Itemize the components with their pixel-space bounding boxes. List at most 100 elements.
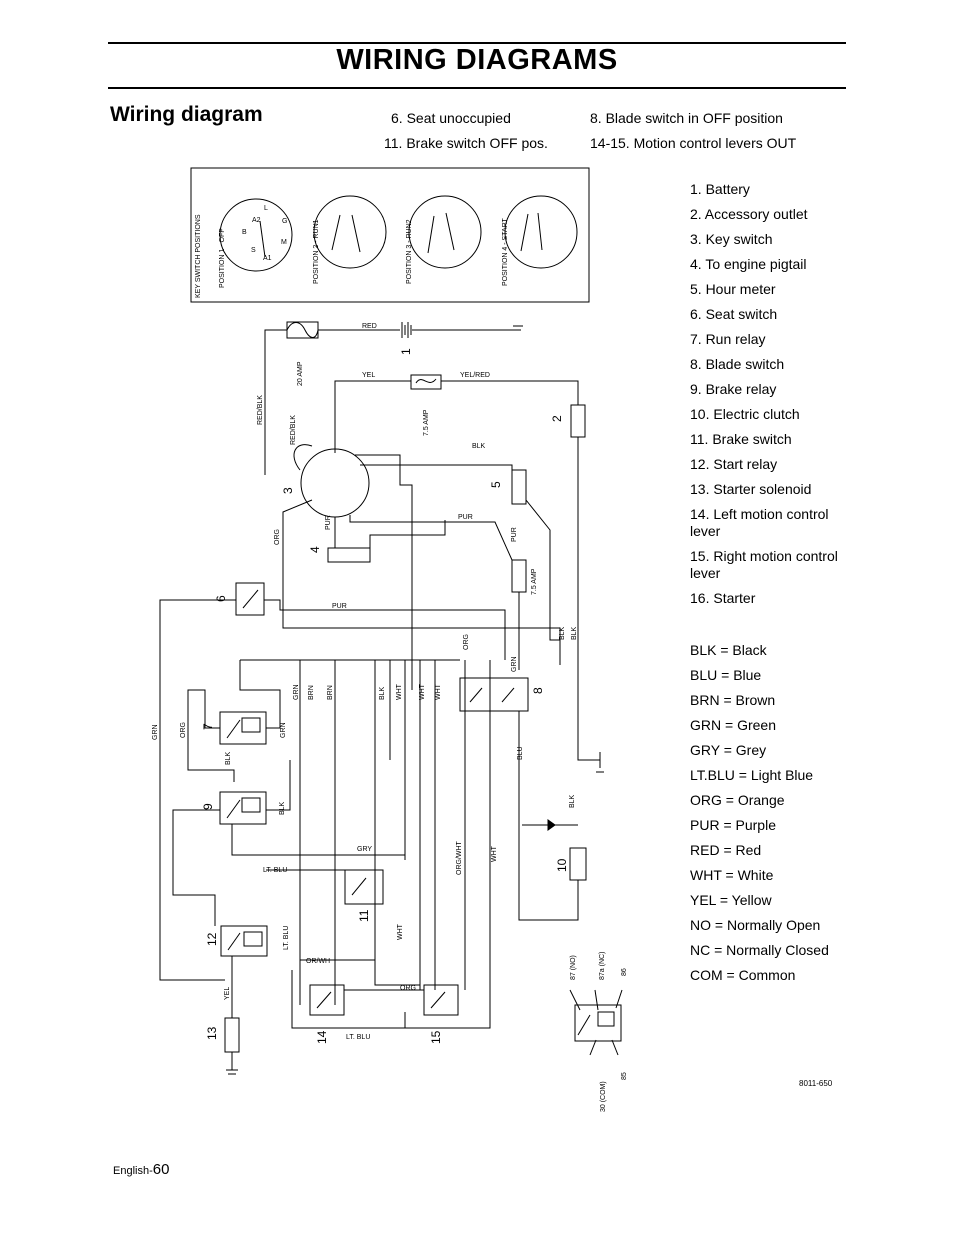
component-number: 13 [205,1026,219,1040]
relay-pin-label: 87a (NC) [599,952,606,980]
fuse-20a [286,322,319,338]
relay-pin-label: 85 [621,1072,628,1080]
component-number: 12 [205,932,219,946]
wire-label: BRN [327,685,334,700]
wire-label: YEL/RED [460,372,490,379]
wire-label: RED/BLK [257,395,264,425]
color-code-item: LT.BLU = Light Blue [690,767,814,783]
relay-pin-label: 86 [621,968,628,976]
key-switch [300,448,370,518]
wire-label: BLK [569,794,576,808]
wire-label: PUR [332,603,347,610]
color-code-item: WHT = White [690,867,774,883]
wire-label: GRN [280,722,287,738]
run-relay [219,711,267,745]
wire-label: LT. BLU [283,926,290,950]
legend-item: 7. Run relay [690,331,766,347]
fuse-label: 7.5 AMP [531,568,538,595]
legend-item: 11. Brake switch [690,431,792,447]
wire-label: ORG [463,634,470,650]
terminal-label: A1 [263,255,272,262]
color-code-item: BLK = Black [690,642,767,658]
legend-item: 14. Left motion control lever [690,506,829,539]
wire-label: ORG [274,529,281,545]
wire-label: YEL [362,372,375,379]
legend-item: 16. Starter [690,590,756,606]
wire-label: WHT [397,923,404,940]
legend-item: 3. Key switch [690,231,773,247]
wire-label: YEL [224,987,231,1000]
wire-label: ORG/WHT [456,840,463,875]
wire-label: ORG [180,722,187,738]
component-number: 10 [555,858,569,872]
terminal-label: M [281,239,287,246]
wire-label: BLK [279,801,286,815]
component-number: 6 [214,595,228,602]
wire-label: WHT [435,683,442,700]
relay-pin-label: 87 (NO) [570,955,577,980]
key-switch-dial [504,195,578,269]
terminal-label: G [282,218,287,225]
wire-label: GRN [511,656,518,672]
component-number: 2 [550,415,564,422]
wire-label: RED [362,323,377,330]
component-number: 4 [308,546,322,553]
wire-label: OR/WH [306,958,330,965]
right-motion-lever [423,984,459,1016]
color-code-item: NC = Normally Closed [690,942,829,958]
position-label: POSITION 2 - RUN1 [313,219,320,284]
wire-label: BRN [308,685,315,700]
wire-label: WHT [491,845,498,862]
legend-item: 13. Starter solenoid [690,481,812,497]
section-title: Wiring diagram [110,103,263,126]
position-label: POSITION 4 - START [502,217,509,286]
wire-label: RED/BLK [290,415,297,445]
wire-label: PUR [511,527,518,542]
legend-item: 8. Blade switch [690,356,785,372]
key-switch-dial [219,198,293,272]
legend-item: 4. To engine pigtail [690,256,807,272]
wire-label: BLK [225,751,232,765]
wire-label: BLK [472,443,486,450]
footer-lang: English- [113,1165,153,1177]
diagram-reference: 8011-650 [799,1079,833,1088]
key-switch-dial [313,195,387,269]
wire-label: WHT [419,683,426,700]
legend-item: 15. Right motion control lever [690,548,838,581]
relay-pinout [574,1004,622,1042]
electric-clutch [569,847,587,881]
brake-switch [344,869,384,905]
color-code-item: BRN = Brown [690,692,776,708]
terminal-label: B [242,229,247,236]
legend-item: 5. Hour meter [690,281,776,297]
hour-meter [511,469,527,505]
color-code-item: GRY = Grey [690,742,767,758]
position-label: POSITION 3 - RUN2 [406,219,413,284]
brake-relay [219,791,267,825]
component-number: 14 [315,1030,329,1044]
terminal-label: S [251,247,256,254]
color-code-item: YEL = Yellow [690,892,772,908]
wire-label: PUR [458,514,473,521]
header-rule-top [108,42,846,44]
wire-label: BLK [379,686,386,700]
color-code-item: COM = Common [690,967,796,983]
wire-label: GRN [293,684,300,700]
color-code-item: RED = Red [690,842,762,858]
seat-switch [235,582,265,616]
legend-item: 6. Seat switch [690,306,778,322]
page-footer: English-60 [113,1161,169,1178]
page-title: WIRING DIAGRAMS [336,44,618,76]
legend-item: 10. Electric clutch [690,406,800,422]
component-number: 1 [399,348,413,355]
color-code-item: PUR = Purple [690,817,776,833]
condition-seat: 6. Seat unoccupied [391,110,511,126]
wire-label: LT. BLU [346,1034,370,1041]
component-number: 3 [281,487,295,494]
color-code-item: ORG = Orange [690,792,785,808]
wire-label: GRY [357,846,372,853]
key-switch-dial [408,195,482,269]
wire-label: LT. BLU [263,867,287,874]
component-number: 7 [201,723,215,730]
condition-blade: 8. Blade switch in OFF position [590,110,783,126]
